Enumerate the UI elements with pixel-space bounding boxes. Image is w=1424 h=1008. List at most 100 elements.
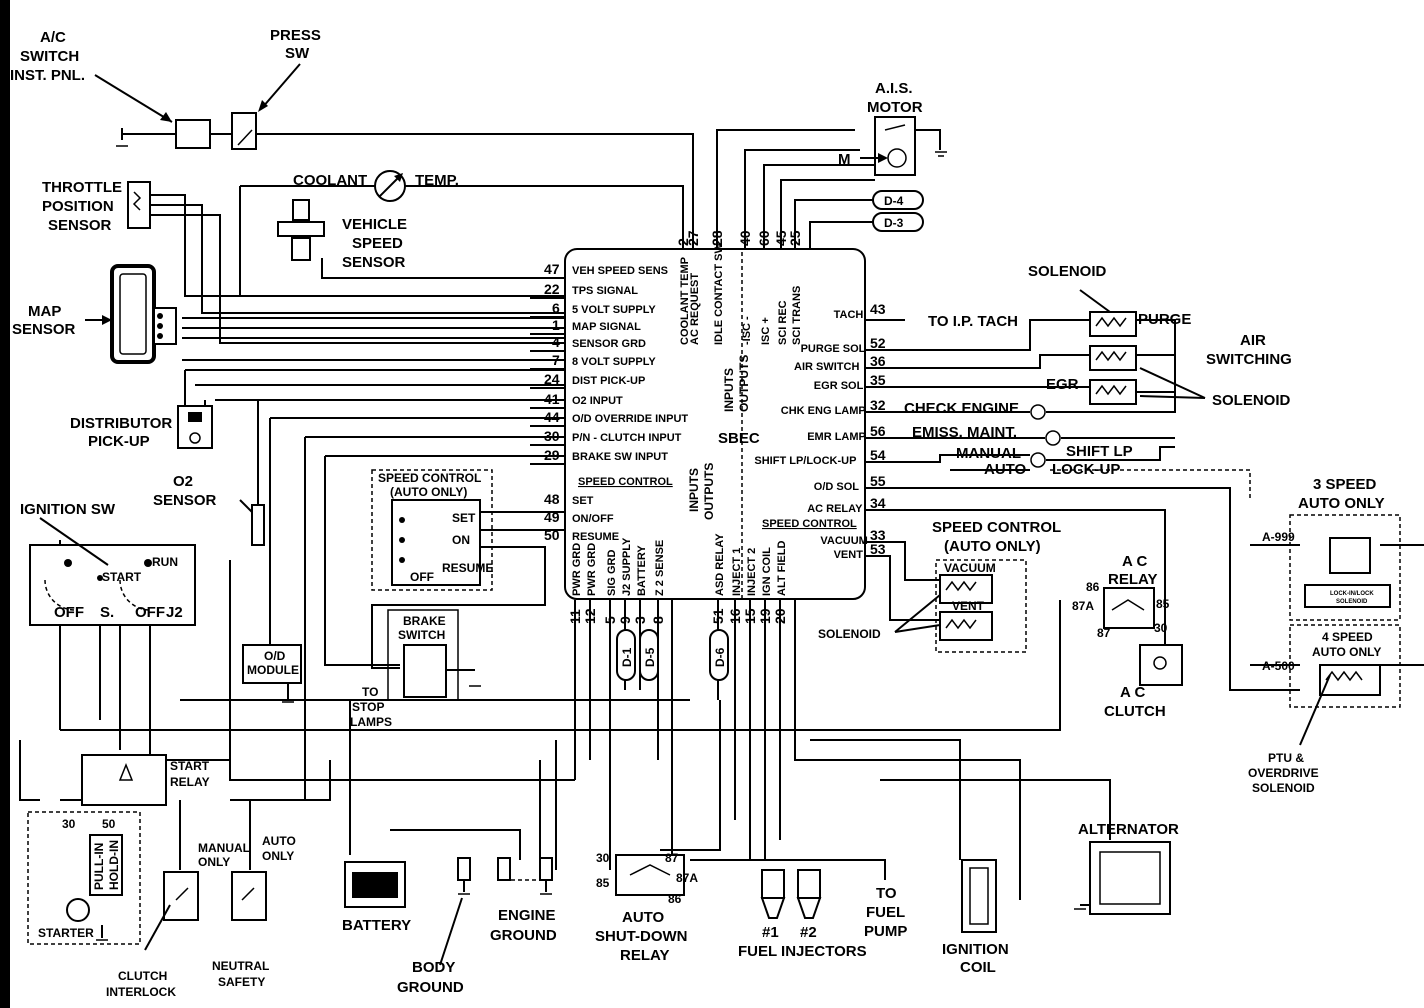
label-body-ground-1: BODY (412, 959, 455, 976)
sbec-left-pin-label: DIST PICK-UP (572, 375, 645, 387)
label-tps-1: THROTTLE (42, 179, 122, 196)
sbec-left-pin-label: 5 VOLT SUPPLY (572, 304, 656, 316)
label-sc-on: ON (452, 533, 470, 547)
ac-clutch (1139, 644, 1183, 686)
sbec-sc-pin-label: ON/OFF (572, 513, 614, 525)
label-ac-switch-1: A/C (40, 29, 66, 46)
label-ptu-2: OVERDRIVE (1248, 766, 1319, 780)
label-auto: AUTO (984, 461, 1027, 478)
sbec-bottom-pin-label: IGN COIL (761, 547, 773, 596)
emiss-maint-lamp (1045, 430, 1061, 446)
sbec-left-pin-label: O2 INPUT (572, 395, 623, 407)
label-air-switching-1: AIR (1240, 332, 1266, 349)
sbec-left-pin-num: 6 (552, 300, 560, 316)
sbec-inputs-label-top: INPUTS (722, 368, 736, 412)
label-ac-relay-2: RELAY (1108, 571, 1157, 588)
map-sensor (85, 264, 177, 364)
label-o2-1: O2 (173, 473, 193, 490)
label-tps-3: SENSOR (48, 217, 112, 234)
label-brake-1: BRAKE (403, 614, 446, 628)
sbec-right-sc-pin-label: VENT (834, 549, 864, 561)
connector-d6 (709, 629, 729, 681)
label-fuel-pump-1: TO (876, 885, 897, 902)
connector-d4 (872, 190, 924, 210)
purge-solenoid (1079, 289, 1137, 337)
sbec-right-pin-num: 32 (870, 397, 886, 413)
label-vss-2: SPEED (352, 235, 403, 252)
brake-switch (387, 609, 481, 701)
label-vss-1: VEHICLE (342, 216, 407, 233)
sbec-right-pin-label: O/D SOL (814, 481, 860, 493)
sbec-right-pin-num: 54 (870, 447, 886, 463)
label-vss-3: SENSOR (342, 254, 406, 271)
label-speed-control-left-1: SPEED CONTROL (378, 471, 481, 485)
sbec-left-pin-label: P/N - CLUTCH INPUT (572, 432, 682, 444)
label-purge: PURGE (1138, 311, 1191, 328)
sbec-right-sc-pin-num: 53 (870, 541, 886, 557)
label-speed-control-right-1: SPEED CONTROL (932, 519, 1061, 536)
label-body-ground-2: GROUND (397, 979, 464, 996)
label-ais-m: M (838, 151, 851, 168)
sbec-bottom-pin-label: PWR GRD (571, 543, 583, 596)
label-ign-coil-2: COIL (960, 959, 996, 976)
label-acr-86: 86 (1086, 580, 1100, 594)
label-ac-switch-3: INST. PNL. (10, 67, 85, 84)
label-start-relay-1: START (170, 759, 210, 773)
label-ac-clutch-2: CLUTCH (1104, 703, 1166, 720)
sbec-bottom-pin-label: SIG GRD (606, 549, 618, 596)
sbec-bottom-pin-label: BATTERY (636, 545, 648, 596)
label-a999: A-999 (1262, 530, 1295, 544)
label-manual-only-1: MANUAL (198, 841, 250, 855)
sbec-left-pin-num: 47 (544, 261, 560, 277)
four-speed-box (1289, 624, 1401, 746)
label-ac-switch-2: SWITCH (20, 48, 79, 65)
sbec-left-pin-num: 24 (544, 371, 560, 387)
sbec-right-pin-label: SHIFT LP/LOCK-UP (754, 455, 856, 467)
fuel-injector-2 (796, 869, 822, 919)
label-check-engine: CHECK ENGINE (904, 400, 1019, 417)
label-fuel-pump-3: PUMP (864, 923, 907, 940)
egr-solenoid (1089, 367, 1206, 405)
label-engine-ground-2: GROUND (490, 927, 557, 944)
label-ac-relay-1: A C (1122, 553, 1147, 570)
label-ign-off2: OFF (135, 604, 165, 621)
label-tps-2: POSITION (42, 198, 114, 215)
label-lock-up: LOCK-UP (1052, 461, 1120, 478)
label-fuel-pump-2: FUEL (866, 904, 905, 921)
label-starter-30: 30 (62, 817, 76, 831)
label-ptu-1: PTU & (1268, 751, 1304, 765)
label-ign-s: S. (100, 604, 114, 621)
ais-motor (860, 116, 947, 176)
throttle-position-sensor (127, 181, 151, 229)
fuel-injector-1 (760, 869, 786, 919)
label-map-1: MAP (28, 303, 61, 320)
sbec-right-pin-num: 35 (870, 372, 886, 388)
label-asd-30: 30 (596, 851, 610, 865)
sbec-right-pin-label: AC RELAY (807, 503, 863, 515)
label-ign-start: START (102, 570, 142, 584)
sbec-sc-pin-label: RESUME (572, 531, 619, 543)
label-to-ip-tach: TO I.P. TACH (928, 313, 1018, 330)
label-brake-2: SWITCH (398, 628, 445, 642)
sbec-bottom-pin-label: ASD RELAY (714, 533, 726, 596)
alternator (1074, 841, 1171, 915)
ignition-coil (961, 859, 997, 933)
label-egr: EGR (1046, 376, 1079, 393)
label-pull-in: PULL-IN (92, 843, 106, 890)
label-speed3-2: AUTO ONLY (1298, 495, 1385, 512)
ignition-switch (29, 517, 196, 626)
label-neutral-safety-2: SAFETY (218, 975, 265, 989)
sbec-left-pin-label: BRAKE SW INPUT (572, 451, 668, 463)
sbec-right-pin-label: EMR LAMP (807, 431, 866, 443)
three-speed-box (1289, 514, 1401, 621)
left-border (0, 0, 10, 1008)
label-speed3-1: 3 SPEED (1313, 476, 1377, 493)
sbec-outputs-label-top: OUTPUTS (737, 355, 751, 412)
label-asd-1: AUTO (622, 909, 665, 926)
sbec-right-sc-pin-num: 33 (870, 527, 886, 543)
label-coolant: COOLANT (293, 172, 367, 189)
neutral-safety-switch (231, 871, 267, 921)
